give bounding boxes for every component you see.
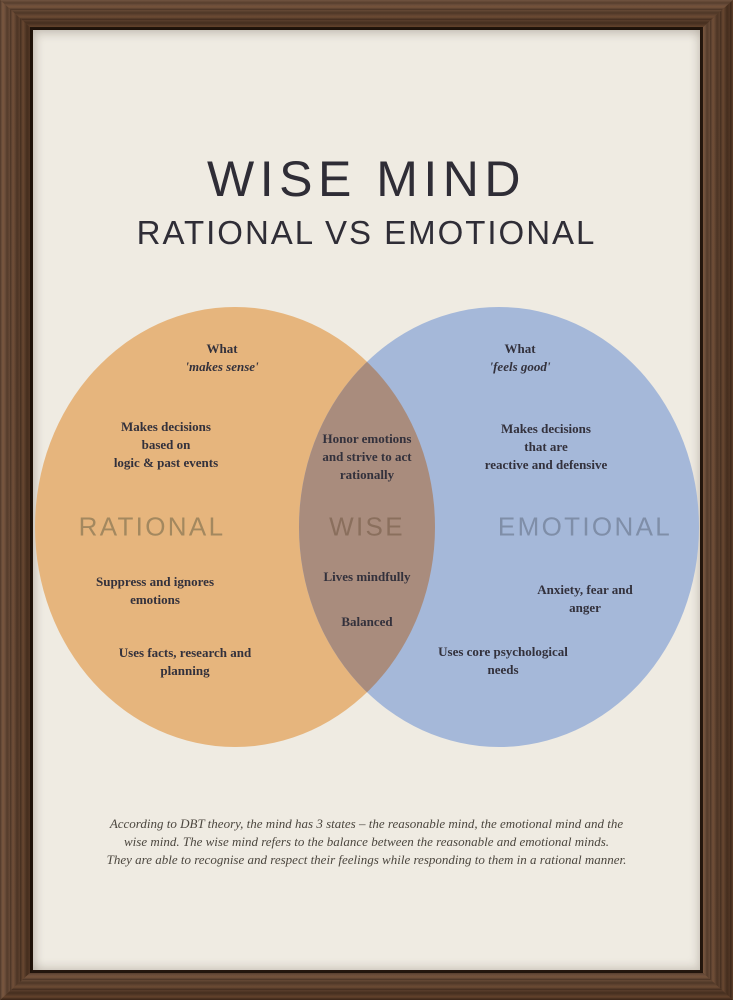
wise-label: WISE	[329, 511, 405, 542]
poster-caption: According to DBT theory, the mind has 3 …	[106, 816, 627, 867]
emotional-what-line2: 'feels good'	[489, 359, 551, 374]
wise-point-1: Honor emotions and strive to act rationa…	[322, 431, 412, 482]
rational-point-1: Makes decisions based on logic & past ev…	[113, 419, 219, 470]
emotional-what-line1: What	[504, 341, 536, 356]
emotional-point-1: Makes decisions that are reactive and de…	[484, 421, 608, 472]
rational-point-3: Uses facts, research and planning	[118, 645, 252, 678]
rational-what-line1: What	[206, 341, 238, 356]
poster: WISE MIND RATIONAL VS EMOTIONAL What 'ma…	[33, 30, 700, 970]
frame-bottom	[0, 970, 733, 1000]
emotional-what: What 'feels good'	[489, 340, 550, 376]
poster-title: WISE MIND	[207, 151, 526, 207]
wise-point-2: Lives mindfully	[323, 569, 411, 584]
rational-what-line2: 'makes sense'	[185, 359, 259, 374]
venn-diagram	[35, 307, 699, 747]
frame-left	[0, 0, 33, 1000]
rational-what: What 'makes sense'	[185, 340, 258, 376]
rational-point-2: Suppress and ignores emotions	[95, 574, 215, 607]
overlap-region	[299, 307, 435, 747]
poster-subtitle: RATIONAL VS EMOTIONAL	[136, 214, 597, 251]
emotional-label: EMOTIONAL	[497, 511, 673, 542]
frame-top	[0, 0, 733, 30]
emotional-point-2: Anxiety, fear and anger	[537, 582, 633, 615]
emotional-point-3: Uses core psychological needs	[438, 644, 568, 677]
wise-point-3: Balanced	[341, 614, 393, 629]
rational-label: RATIONAL	[78, 511, 226, 542]
frame-right	[700, 0, 733, 1000]
